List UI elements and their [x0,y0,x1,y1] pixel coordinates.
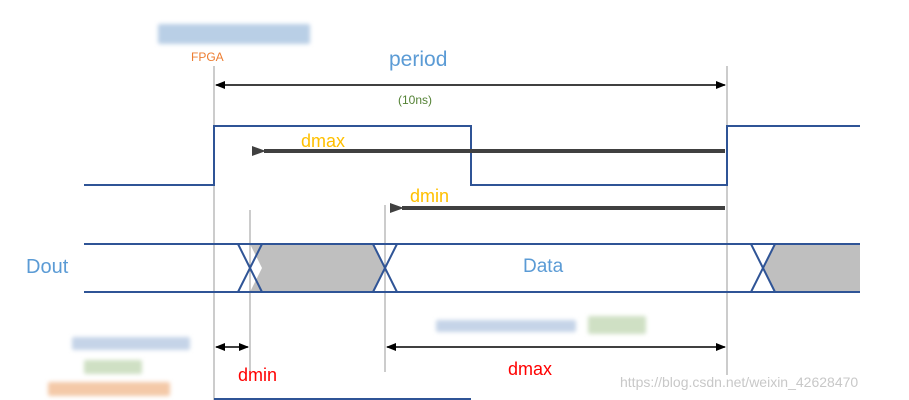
watermark: https://blog.csdn.net/weixin_42628470 [620,374,859,390]
clock-waveform [84,125,860,186]
obscured-label-mid [436,320,576,332]
obscured-label-top [158,24,310,44]
fpga-label: FPGA [191,50,224,64]
obscured-label-mid-2 [588,316,646,334]
dmax-measure-label: dmax [508,359,553,379]
data-invalid-region-2 [763,244,860,292]
obscured-label-left-1 [72,337,190,350]
data-invalid-region-1 [250,244,385,292]
data-transition-2 [372,243,398,293]
data-transition-3 [750,243,776,293]
obscured-label-left-3 [48,382,170,396]
period-value-label: (10ns) [398,93,433,107]
data-transition-1 [237,243,263,293]
data-label: Data [523,256,564,277]
period-label: period [389,48,448,71]
obscured-label-left-2 [84,360,142,374]
dmin-arrow-label: dmin [410,186,450,206]
dout-label: Dout [26,256,69,278]
dmin-measure-label: dmin [238,365,278,385]
dmax-arrow-label: dmax [301,131,346,151]
